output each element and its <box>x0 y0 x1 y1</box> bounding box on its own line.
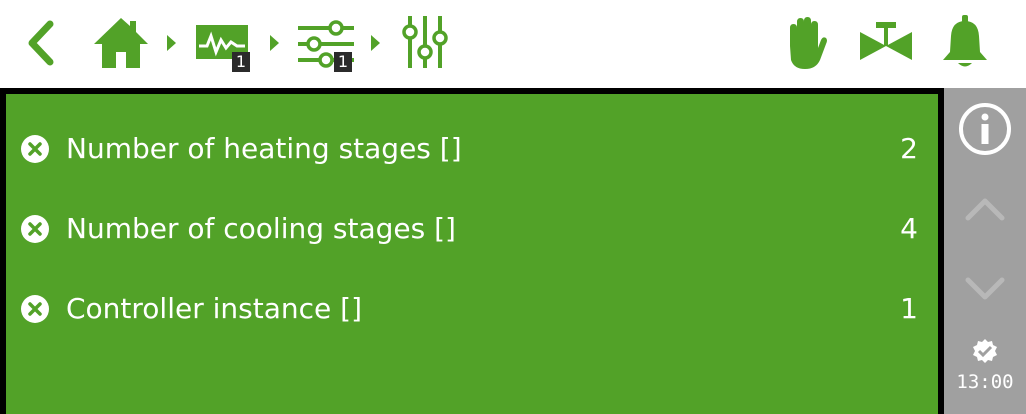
parameter-row[interactable]: Number of heating stages [] 2 <box>6 118 938 178</box>
vertical-sliders-icon <box>402 16 448 68</box>
valve-icon[interactable] <box>858 20 914 64</box>
trend-chart-icon[interactable] <box>195 24 249 64</box>
parameter-label: Controller instance [] <box>66 292 362 325</box>
close-circle-icon <box>21 215 49 243</box>
close-circle-icon <box>21 295 49 323</box>
check-badge-icon <box>973 339 997 363</box>
trend-badge: 1 <box>232 52 250 72</box>
chevron-up-icon[interactable] <box>964 194 1006 222</box>
parameter-value: 1 <box>900 292 918 325</box>
breadcrumb-arrow-icon <box>270 35 279 51</box>
parameter-row[interactable]: Number of cooling stages [] 4 <box>6 198 938 258</box>
parameter-value: 4 <box>900 212 918 245</box>
parameter-value: 2 <box>900 132 918 165</box>
top-navigation-bar: 1 1 <box>0 0 1026 89</box>
parameter-label: Number of heating stages [] <box>66 132 462 165</box>
settings-badge: 1 <box>334 52 352 72</box>
breadcrumb-arrow-icon <box>167 35 176 51</box>
chevron-down-icon[interactable] <box>964 276 1006 304</box>
parameter-list: Number of heating stages [] 2 Number of … <box>6 94 938 414</box>
chevron-left-icon[interactable] <box>22 20 58 66</box>
manual-hand-icon[interactable] <box>780 16 828 70</box>
close-circle-icon <box>21 135 49 163</box>
home-icon[interactable] <box>92 16 150 70</box>
parameter-row[interactable]: Controller instance [] 1 <box>6 278 938 338</box>
parameter-list-frame: Number of heating stages [] 2 Number of … <box>0 88 944 414</box>
info-icon[interactable] <box>958 102 1012 156</box>
parameter-label: Number of cooling stages [] <box>66 212 456 245</box>
alarm-bell-icon[interactable] <box>940 14 990 70</box>
clock-time: 13:00 <box>956 371 1014 393</box>
right-sidebar: 13:00 <box>944 88 1026 414</box>
breadcrumb-arrow-icon <box>371 35 380 51</box>
